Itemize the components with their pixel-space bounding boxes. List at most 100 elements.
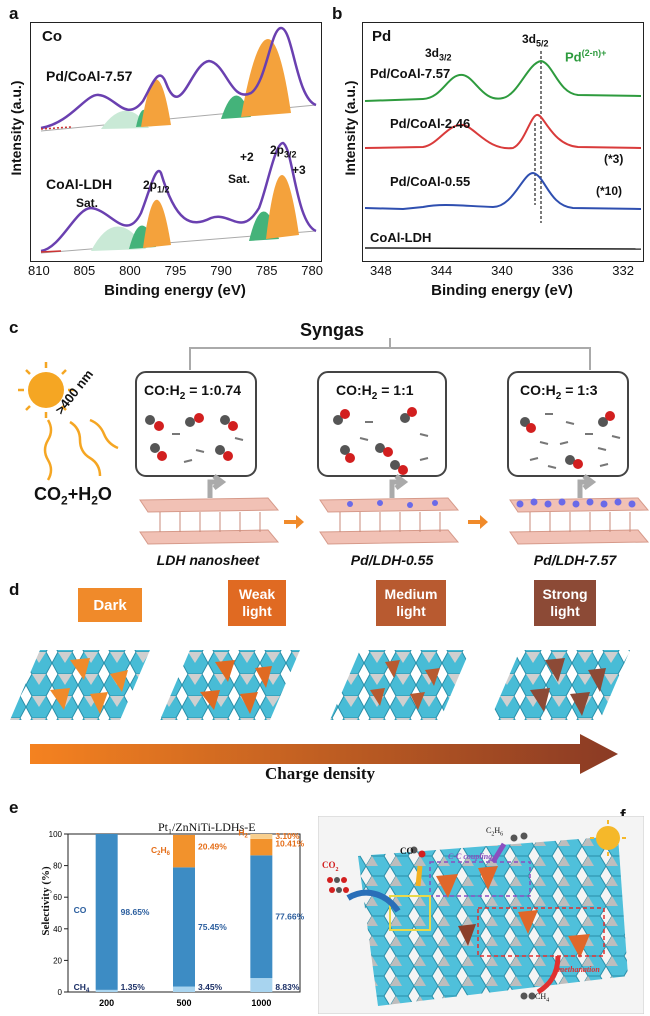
peak-sat-1: Sat. bbox=[76, 196, 99, 210]
syngas-bracket bbox=[189, 347, 591, 370]
raw-top bbox=[40, 126, 72, 130]
ldh-structure-strong bbox=[490, 650, 630, 720]
peak-plus2: +2 bbox=[240, 150, 254, 164]
ldh-surface bbox=[358, 836, 628, 1006]
ldh-structure-dark bbox=[10, 650, 150, 720]
sun-icon-f bbox=[590, 820, 626, 856]
sheet-label-1: LDH nanosheet bbox=[156, 552, 260, 568]
charge-density-label: Charge density bbox=[264, 764, 376, 783]
ldh-sheet-2 bbox=[319, 497, 460, 545]
envelope-top bbox=[40, 26, 317, 130]
panel-a-label: a bbox=[9, 4, 19, 23]
raw-bottom bbox=[40, 250, 62, 253]
co-spectra-svg bbox=[40, 26, 317, 254]
peak-sat-2: Sat. bbox=[228, 172, 251, 186]
syngas-box-3 bbox=[507, 371, 629, 477]
syngas-box-1 bbox=[135, 371, 257, 477]
trace-ldh bbox=[364, 247, 642, 250]
peak-plus3: +3 bbox=[292, 163, 306, 177]
mechanism-scheme bbox=[318, 816, 644, 1014]
y-tick-label: 40 bbox=[53, 925, 62, 934]
trace-label-757: Pd/CoAl-7.57 bbox=[370, 66, 451, 81]
bar-segment bbox=[95, 834, 118, 990]
trace-label-ldh: CoAl-LDH bbox=[370, 230, 432, 245]
data-label: 3.10% bbox=[275, 831, 300, 841]
panel-d-label: d bbox=[9, 580, 20, 599]
mech-c2h6-label: C2H6 bbox=[486, 826, 504, 838]
molecules-box-3 bbox=[520, 411, 621, 469]
panel-a-xps-plot bbox=[30, 22, 322, 262]
data-label: 75.45% bbox=[198, 922, 227, 932]
panel-c-label: c bbox=[9, 318, 19, 337]
mech-coupling-label: C-C coupling bbox=[448, 852, 493, 861]
ldh-structures bbox=[10, 650, 630, 720]
trace-label-246: Pd/CoAl-2.46 bbox=[390, 116, 471, 131]
panel-a-bottom-sample: CoAl-LDH bbox=[46, 176, 113, 192]
orange-arrow-2 bbox=[468, 515, 488, 529]
co-molecule bbox=[410, 846, 426, 858]
panel-b-xlabel: Binding energy (eV) bbox=[431, 282, 573, 299]
bar-segment bbox=[250, 838, 273, 856]
light-ray-3 bbox=[89, 418, 119, 450]
mech-co-label: CO bbox=[400, 846, 414, 856]
molecules-box-1 bbox=[145, 413, 244, 463]
peak-3d32: 3d3/2 bbox=[425, 46, 452, 63]
y-tick-label: 80 bbox=[53, 862, 62, 871]
panel-a-xlabel: Binding energy (eV) bbox=[104, 282, 246, 299]
trace-factor-246: (*3) bbox=[604, 152, 624, 166]
data-label: 98.65% bbox=[121, 907, 150, 917]
c2h6-arrow bbox=[490, 842, 507, 864]
active-site-box bbox=[389, 895, 431, 931]
trace-246 bbox=[364, 114, 642, 150]
bar-segment bbox=[173, 986, 195, 992]
ratio-2: CO:H2 = 1:1 bbox=[336, 382, 414, 402]
fit-2p12-p3-top bbox=[141, 79, 171, 127]
reactants-label: CO2+H2O bbox=[34, 484, 112, 508]
y-tick-label: 0 bbox=[58, 988, 63, 997]
ldh-sheet-3 bbox=[509, 497, 650, 545]
peak-2p12: 2p1/2 bbox=[143, 178, 170, 195]
data-label: 8.83% bbox=[275, 982, 300, 992]
panel-b-element: Pd bbox=[372, 28, 392, 45]
syngas-title: Syngas bbox=[300, 320, 365, 340]
mech-co2-label: CO2 bbox=[322, 860, 339, 873]
up-arrow-1 bbox=[207, 474, 227, 498]
up-arrow-3 bbox=[577, 474, 597, 498]
panel-a-element: Co bbox=[42, 28, 62, 45]
fit-2p32-p3-bottom bbox=[266, 174, 299, 239]
ch4-arrow bbox=[536, 955, 561, 995]
ldh-sheet-1 bbox=[139, 497, 280, 545]
bar-segment bbox=[173, 834, 195, 868]
data-label: 3.45% bbox=[198, 982, 223, 992]
mech-methanation-label: methanation bbox=[558, 965, 600, 974]
fit-2p12-p3-bottom bbox=[143, 199, 171, 248]
y-tick-label: 100 bbox=[49, 830, 63, 839]
co2-molecules bbox=[327, 877, 349, 893]
c2h6-molecule bbox=[510, 832, 528, 842]
light-ray-2 bbox=[69, 420, 102, 477]
ratio-1: CO:H2 = 1:0.74 bbox=[144, 382, 241, 402]
methanation-box bbox=[477, 907, 605, 957]
y-tick-label: 60 bbox=[53, 893, 62, 902]
molecules-box-2 bbox=[333, 407, 429, 475]
fit-2p32-p3-top bbox=[241, 38, 291, 117]
x-tick-label: 1000 bbox=[251, 998, 271, 1008]
bar-segment bbox=[173, 867, 195, 987]
panel-b-xps-plot bbox=[362, 22, 644, 262]
trace-factor-055: (*10) bbox=[596, 184, 623, 198]
cc-coupling-box bbox=[429, 861, 531, 897]
y-tick-label: 20 bbox=[53, 956, 62, 965]
orange-arrow-1 bbox=[284, 515, 304, 529]
panel-e-catalyst: Pt1/ZnNiTi-LDHs-E bbox=[158, 820, 256, 837]
panel-a-ylabel: Intensity (a.u.) bbox=[8, 80, 24, 176]
panel-c-scheme bbox=[18, 338, 650, 545]
mech-ch4-label: CH4 bbox=[535, 992, 550, 1004]
peak-3d52: 3d5/2 bbox=[522, 32, 549, 49]
bar-segment bbox=[250, 855, 273, 979]
series-label-h2: H2 bbox=[238, 828, 248, 840]
